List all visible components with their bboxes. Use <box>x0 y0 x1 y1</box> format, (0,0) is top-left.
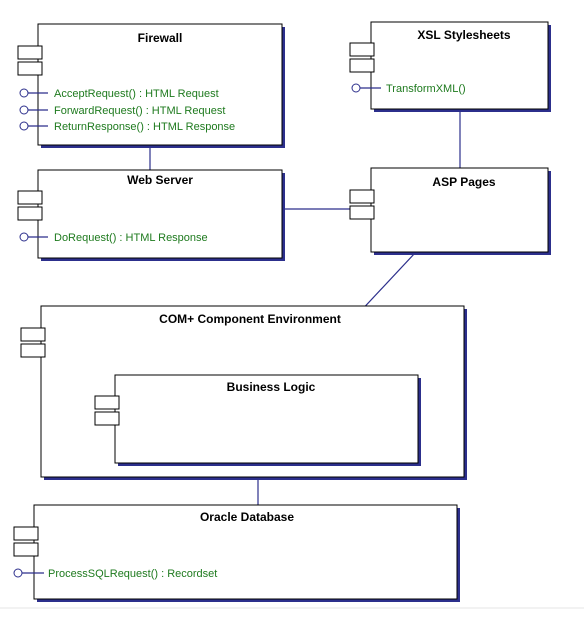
component-port-bottom <box>17 61 43 76</box>
interface-do-request: DoRequest() : HTML Response <box>19 232 208 244</box>
component-title: Oracle Database <box>200 510 294 524</box>
interface-process-sql-request: ProcessSQLRequest() : Recordset <box>13 568 217 580</box>
component-port-bottom <box>20 343 46 358</box>
component-port-top <box>17 45 43 60</box>
component-title: COM+ Component Environment <box>159 312 341 326</box>
method-label: ReturnResponse() : HTML Response <box>54 121 235 133</box>
component-port-top <box>94 395 120 410</box>
component-port-bottom <box>349 58 375 73</box>
interface-lollipop-icon <box>351 83 361 93</box>
interface-forward-request: ForwardRequest() : HTML Request <box>19 105 225 117</box>
interface-lollipop-icon <box>19 105 29 115</box>
component-port-top <box>349 42 375 57</box>
component-title: Business Logic <box>227 380 316 394</box>
method-label: DoRequest() : HTML Response <box>54 232 208 244</box>
method-label: TransformXML() <box>386 83 466 95</box>
component-port-top <box>349 189 375 204</box>
component-port-top <box>17 190 43 205</box>
interface-lollipop-icon <box>19 232 29 242</box>
component-port-bottom <box>349 205 375 220</box>
component-web-server: Web Server DoRequest() : HTML Response <box>17 169 285 261</box>
interface-lollipop-icon <box>19 88 29 98</box>
method-label: ForwardRequest() : HTML Request <box>54 105 225 117</box>
interface-accept-request: AcceptRequest() : HTML Request <box>19 88 219 100</box>
component-firewall: Firewall AcceptRequest() : HTML Request … <box>17 23 285 148</box>
component-port-bottom <box>94 411 120 426</box>
component-asp-pages: ASP Pages <box>349 167 551 255</box>
component-title: Firewall <box>138 31 183 45</box>
interface-return-response: ReturnResponse() : HTML Response <box>19 121 235 133</box>
component-port-top <box>20 327 46 342</box>
component-oracle-database: Oracle Database ProcessSQLRequest() : Re… <box>13 504 460 602</box>
component-title: Web Server <box>127 173 193 187</box>
interface-lollipop-icon <box>19 121 29 131</box>
component-port-top <box>13 526 39 541</box>
component-title: ASP Pages <box>432 175 495 189</box>
method-label: AcceptRequest() : HTML Request <box>54 88 219 100</box>
method-label: ProcessSQLRequest() : Recordset <box>48 568 217 580</box>
interface-transform-xml: TransformXML() <box>351 83 466 95</box>
component-port-bottom <box>17 206 43 221</box>
component-business-logic: Business Logic <box>94 374 421 466</box>
component-xsl-stylesheets: XSL Stylesheets TransformXML() <box>349 21 551 112</box>
interface-lollipop-icon <box>13 568 23 578</box>
component-title: XSL Stylesheets <box>417 28 510 42</box>
component-port-bottom <box>13 542 39 557</box>
